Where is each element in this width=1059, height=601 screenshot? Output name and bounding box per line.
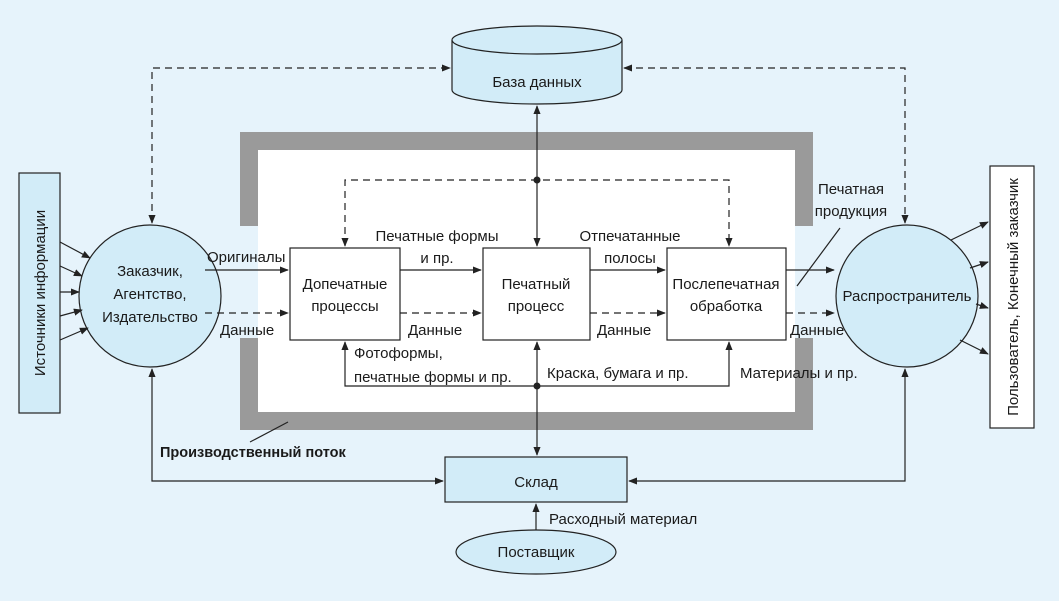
- customer-line-2: Агентство,: [113, 286, 186, 303]
- db-distributor-link: [623, 64, 909, 224]
- customer-line-3: Издательство: [102, 309, 198, 326]
- info-arrow-4: [59, 308, 83, 317]
- label-printed-products-1: Печатная: [818, 181, 884, 198]
- prepress-line-2: процессы: [311, 298, 378, 315]
- info-arrow-5: [59, 327, 89, 341]
- end-user-label: Пользователь, Конечный заказчик: [1005, 178, 1022, 416]
- user-arrow-1: [950, 221, 989, 241]
- user-arrow-4: [959, 339, 989, 355]
- distributor-node: Распространитель: [835, 224, 979, 368]
- supplier-label: Поставщик: [498, 544, 575, 561]
- customer-node: Заказчик, Агентство, Издательство: [78, 224, 222, 368]
- press-node: Печатный процесс: [482, 247, 591, 341]
- products-leader: [796, 227, 841, 287]
- info-arrow-1: [59, 241, 91, 259]
- warehouse-customer-link: [148, 368, 444, 485]
- user-arrow-3: [975, 302, 989, 309]
- label-data-4: Данные: [790, 322, 844, 339]
- label-production-flow: Производственный поток: [160, 445, 346, 461]
- label-data-3: Данные: [597, 322, 651, 339]
- info-sources-node: Источники информации: [18, 172, 61, 414]
- press-line-2: процесс: [508, 298, 565, 315]
- user-arrow-2: [969, 261, 989, 269]
- end-user-node: Пользователь, Конечный заказчик: [989, 165, 1035, 429]
- label-printed-products-2: продукция: [815, 203, 887, 220]
- database-label: База данных: [492, 74, 582, 91]
- database-node: База данных: [451, 25, 623, 105]
- warehouse-label: Склад: [514, 474, 558, 491]
- prepress-node: Допечатные процессы: [289, 247, 401, 341]
- warehouse-node: Склад: [444, 456, 628, 503]
- label-materials: Материалы и пр.: [740, 365, 858, 382]
- connections: [59, 64, 989, 530]
- postpress-line-1: Послепечатная: [672, 276, 779, 293]
- customer-line-1: Заказчик,: [117, 263, 183, 280]
- label-photoforms-2: печатные формы и пр.: [354, 369, 512, 386]
- postpress-node: Послепечатная обработка: [666, 247, 787, 341]
- supplier-node: Поставщик: [455, 529, 617, 575]
- label-data-2: Данные: [408, 322, 462, 339]
- label-originals: Оригиналы: [207, 249, 285, 266]
- info-arrow-2: [59, 265, 83, 277]
- label-printing-forms-2: и пр.: [420, 250, 453, 267]
- postpress-line-2: обработка: [690, 298, 763, 315]
- prepress-line-1: Допечатные: [303, 276, 388, 293]
- material-junction-dot: [533, 382, 541, 390]
- flow-labels: Оригиналы Данные Печатные формы и пр. От…: [160, 181, 887, 528]
- label-printed-sheets-2: полосы: [604, 250, 656, 267]
- label-photoforms-1: Фотоформы,: [354, 345, 443, 362]
- label-printed-sheets-1: Отпечатанные: [579, 228, 680, 245]
- label-printing-forms-1: Печатные формы: [375, 228, 498, 245]
- press-line-1: Печатный: [502, 276, 571, 293]
- db-customer-link: [148, 64, 451, 224]
- label-data-1: Данные: [220, 322, 274, 339]
- label-consumables: Расходный материал: [549, 511, 697, 528]
- db-junction-dot: [533, 176, 541, 184]
- distributor-label: Распространитель: [843, 288, 972, 305]
- label-ink-paper: Краска, бумага и пр.: [547, 365, 689, 382]
- info-sources-label: Источники информации: [32, 210, 49, 376]
- warehouse-distributor-link: [628, 368, 909, 485]
- production-flow-leader: [249, 421, 289, 443]
